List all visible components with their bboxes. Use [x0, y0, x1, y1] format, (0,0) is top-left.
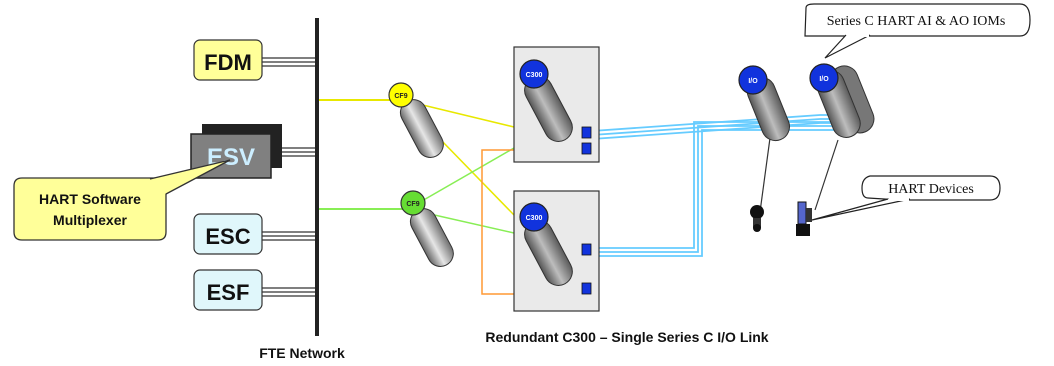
cf9-bottom-label: CF9	[406, 201, 419, 208]
cf9-bottom-device: CF9	[400, 190, 454, 267]
c300-top-label: C300	[526, 72, 543, 79]
series-c-ioms-callout: Series C HART AI & AO IOMs	[804, 3, 1031, 59]
hart-device-icon	[796, 201, 812, 236]
pressure-transmitter-icon	[750, 205, 764, 232]
io-right-module: I/O	[809, 63, 875, 211]
c300-top-io-port	[581, 126, 592, 139]
io-right-label: I/O	[819, 76, 829, 83]
hart-multiplexer-line2: Multiplexer	[53, 212, 127, 228]
cf9-bottom-to-c300-top-link	[407, 147, 515, 210]
io-left-label: I/O	[748, 78, 758, 85]
cf9-top-device: CF9	[388, 82, 444, 158]
c300-bottom-label: C300	[526, 215, 543, 222]
c300-bottom-controller: C300	[513, 190, 600, 312]
fdm-node: FDM	[193, 39, 263, 81]
hart-multiplexer-callout: HART Software Multiplexer	[13, 159, 231, 241]
redundancy-link	[481, 149, 514, 295]
c300-top-aux-port	[581, 142, 592, 155]
esc-node: ESC	[193, 213, 263, 255]
fte-network-caption: FTE Network	[259, 345, 345, 361]
cf9-top-label: CF9	[394, 93, 407, 100]
hart-devices-callout: HART Devices	[811, 175, 1001, 221]
fte-backbone	[315, 18, 319, 336]
fdm-label: FDM	[204, 50, 252, 75]
io-left-module: I/O	[738, 65, 790, 213]
c300-bottom-io-port	[581, 243, 592, 256]
hart-multiplexer-line1: HART Software	[39, 191, 141, 207]
esc-label: ESC	[205, 224, 250, 249]
esv-node: ESV	[190, 124, 282, 179]
esf-node: ESF	[193, 269, 263, 311]
c300-top-controller: C300	[513, 46, 600, 163]
node-connectors	[262, 57, 315, 297]
series-c-ioms-label: Series C HART AI & AO IOMs	[827, 14, 1006, 29]
redundant-link-caption: Redundant C300 – Single Series C I/O Lin…	[485, 329, 768, 345]
esf-label: ESF	[207, 280, 250, 305]
io-link-top	[591, 114, 836, 140]
hart-devices-label: HART Devices	[888, 182, 974, 197]
c300-bottom-aux-port	[581, 282, 592, 295]
